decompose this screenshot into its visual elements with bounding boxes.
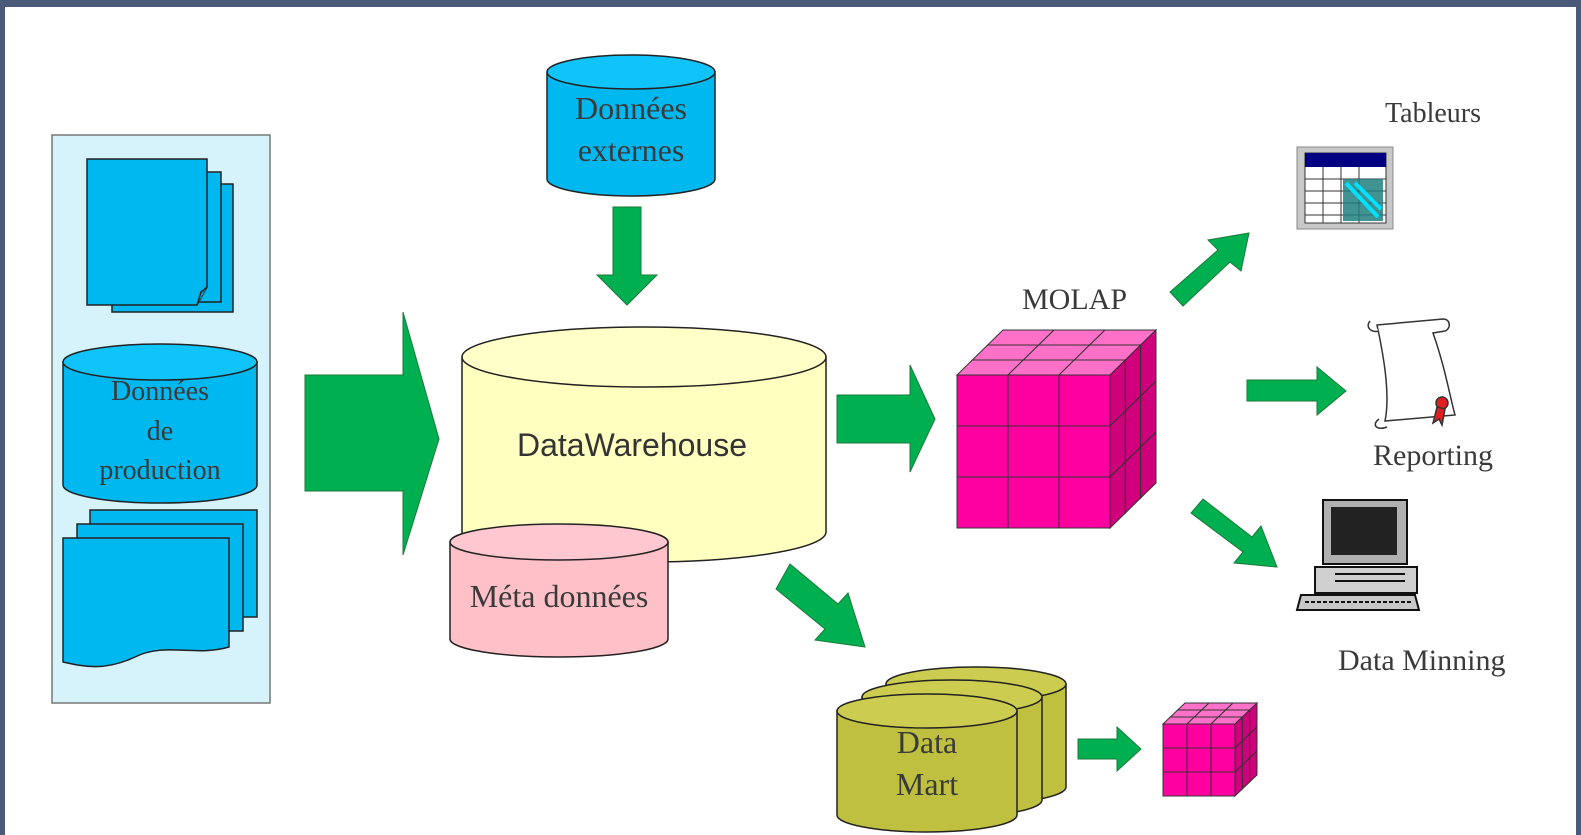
datawarehouse-label: DataWarehouse xyxy=(517,427,747,463)
cube-front-face xyxy=(1007,425,1060,478)
production-sources-panel: Données de production xyxy=(51,134,271,704)
production-label-line-2: de xyxy=(147,416,173,447)
arrow-molap-to-reporting xyxy=(1246,365,1347,417)
cube-front-face xyxy=(1186,723,1212,749)
cube-front-face xyxy=(1007,476,1060,529)
external-label-line-2: externes xyxy=(578,132,685,168)
cube-front-face xyxy=(1186,771,1212,797)
cube-front-face xyxy=(1058,476,1111,529)
datamart-label-line-2: Mart xyxy=(896,766,958,802)
molap-cube-icon xyxy=(955,328,1158,530)
cube-side-face xyxy=(1140,430,1157,500)
arrow-molap-to-spreadsheets xyxy=(1169,232,1250,307)
data-mining-label: Data Minning xyxy=(1338,644,1505,677)
cube-front-face xyxy=(1162,771,1188,797)
multi-document-icon xyxy=(62,509,258,668)
arrow-external-to-warehouse xyxy=(595,206,659,306)
cube-front-face xyxy=(1186,747,1212,773)
cube-front-face xyxy=(956,476,1009,529)
diagram-canvas: Données de production Données externes D… xyxy=(5,7,1576,835)
cube-side-face xyxy=(1249,749,1258,784)
external-label-line-1: Données xyxy=(575,90,687,126)
cube-front-face xyxy=(956,425,1009,478)
external-database-icon xyxy=(546,54,716,197)
datamart-cylinders xyxy=(836,666,1067,833)
production-database-icon xyxy=(62,343,258,504)
large-flow-arrow xyxy=(304,311,440,556)
arrow-warehouse-to-datamart xyxy=(775,563,866,648)
document-stack-icon xyxy=(86,158,234,313)
spreadsheet-icon xyxy=(1296,146,1394,230)
cube-front-face xyxy=(1210,771,1236,797)
cube-front-face xyxy=(1058,425,1111,478)
molap-label: MOLAP xyxy=(1022,283,1127,316)
cube-front-face xyxy=(1007,374,1060,427)
spreadsheets-label: Tableurs xyxy=(1385,98,1481,129)
cube-front-face xyxy=(1162,747,1188,773)
metadata-cylinder xyxy=(449,523,669,658)
small-cube-icon xyxy=(1161,701,1259,798)
cube-front-face xyxy=(1162,723,1188,749)
arrow-molap-to-mining xyxy=(1190,498,1278,568)
reporting-label: Reporting xyxy=(1373,439,1493,472)
cube-front-face xyxy=(956,374,1009,427)
production-label-line-1: Données xyxy=(111,376,209,407)
arrow-warehouse-to-molap xyxy=(836,364,936,473)
arrow-datamart-to-cube xyxy=(1077,725,1142,773)
cube-front-face xyxy=(1210,723,1236,749)
cube-front-face xyxy=(1058,374,1111,427)
data-warehouse-diagram: Données de production Données externes D… xyxy=(51,54,1505,833)
datamart-label-line-1: Data xyxy=(897,724,957,760)
production-label-line-3: production xyxy=(99,455,220,486)
metadata-label: Méta données xyxy=(470,578,649,614)
computer-icon xyxy=(1295,499,1421,611)
report-scroll-icon xyxy=(1367,318,1456,430)
cube-front-face xyxy=(1210,747,1236,773)
